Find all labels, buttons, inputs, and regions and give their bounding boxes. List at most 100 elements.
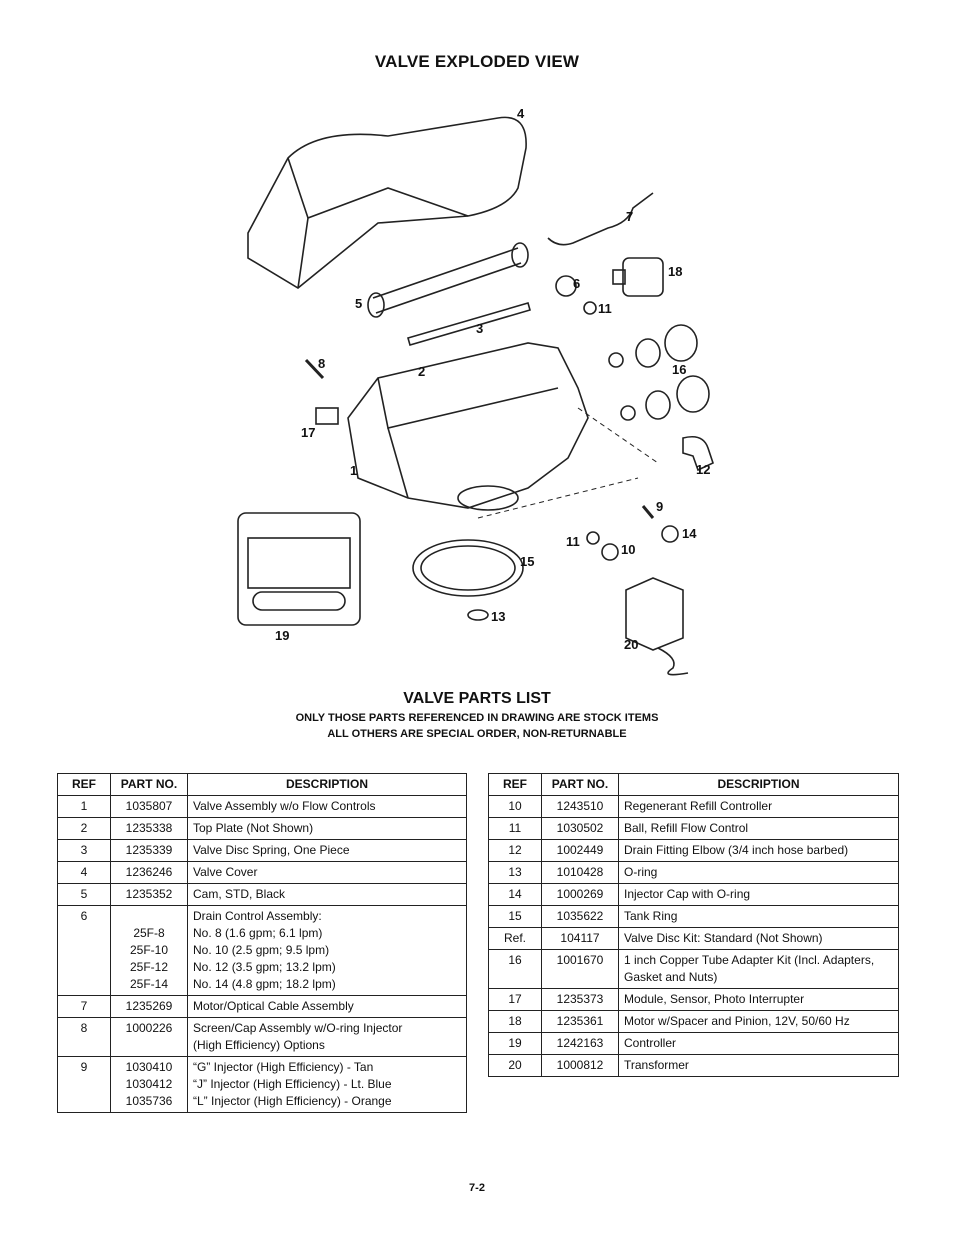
sensor-part (315, 407, 339, 425)
callout: 3 (476, 321, 483, 336)
description-cell: Motor w/Spacer and Pinion, 12V, 50/60 Hz (618, 1010, 899, 1033)
part-no-cell: 1243510 (541, 795, 619, 818)
ref-cell: 16 (488, 949, 542, 989)
callout: 20 (624, 637, 638, 652)
part-no-cell: 1000226 (110, 1017, 188, 1057)
part-no-cell: 1000812 (541, 1054, 619, 1077)
callout: 10 (621, 542, 635, 557)
description-cell: Regenerant Refill Controller (618, 795, 899, 818)
callout: 19 (275, 628, 289, 643)
callout: 7 (626, 209, 633, 224)
description-header: DESCRIPTION (187, 773, 467, 796)
description-cell: Motor/Optical Cable Assembly (187, 995, 467, 1018)
part-no-cell: 1235373 (541, 988, 619, 1011)
callout: 13 (491, 609, 505, 624)
ref-cell: 9 (57, 1056, 111, 1113)
description-cell: Injector Cap with O-ring (618, 883, 899, 906)
motor-part (622, 257, 664, 297)
part-no-cell: 1235339 (110, 839, 188, 862)
callout: 8 (318, 356, 325, 371)
cam-part (372, 247, 522, 314)
ref-cell: 20 (488, 1054, 542, 1077)
callout: 11 (598, 301, 612, 316)
ref-header: REF (57, 773, 111, 796)
description-cell: “G” Injector (High Efficiency) - Tan “J”… (187, 1056, 467, 1113)
ref-cell: 1 (57, 795, 111, 818)
callout: 11 (566, 534, 580, 549)
ref-cell: 15 (488, 905, 542, 928)
ref-cell: 11 (488, 817, 542, 840)
callout: 6 (573, 276, 580, 291)
ref-cell: 13 (488, 861, 542, 884)
ref-cell: 4 (57, 861, 111, 884)
callout: 9 (656, 499, 663, 514)
ref-cell: 10 (488, 795, 542, 818)
part-no-cell: 1236246 (110, 861, 188, 884)
description-cell: Drain Fitting Elbow (3/4 inch hose barbe… (618, 839, 899, 862)
callout: 4 (517, 106, 525, 121)
description-cell: Controller (618, 1032, 899, 1055)
description-cell: Valve Assembly w/o Flow Controls (187, 795, 467, 818)
description-header: DESCRIPTION (618, 773, 899, 796)
callout: 14 (682, 526, 697, 541)
tank-ring-part (412, 539, 524, 597)
callout: 15 (520, 554, 534, 569)
part-no-cell: 1030502 (541, 817, 619, 840)
description-cell: Valve Disc Spring, One Piece (187, 839, 467, 862)
ref-cell: 5 (57, 883, 111, 906)
callout: 17 (301, 425, 315, 440)
part-no-cell: 1235361 (541, 1010, 619, 1033)
special-order-note: ALL OTHERS ARE SPECIAL ORDER, NON-RETURN… (327, 728, 627, 740)
part-no-cell: 1235352 (110, 883, 188, 906)
description-cell: Drain Control Assembly: No. 8 (1.6 gpm; … (187, 905, 467, 996)
valve-body-part (347, 342, 589, 509)
ref-cell: 17 (488, 988, 542, 1011)
description-cell: Valve Disc Kit: Standard (Not Shown) (618, 927, 899, 950)
part-no-cell: 1235338 (110, 817, 188, 840)
valve-exploded-view-drawing: 4 7 18 5 6 11 3 8 2 16 17 1 12 9 14 11 1… (228, 98, 728, 678)
part-no-cell: 1035807 (110, 795, 188, 818)
callout-labels: 4 7 18 5 6 11 3 8 2 16 17 1 12 9 14 11 1… (275, 106, 710, 652)
description-cell: Valve Cover (187, 861, 467, 884)
part-no-cell: 104117 (541, 927, 619, 950)
part-no-cell: 1030410 1030412 1035736 (110, 1056, 188, 1113)
description-cell: Transformer (618, 1054, 899, 1077)
callout: 18 (668, 264, 682, 279)
ref-header: REF (488, 773, 542, 796)
page-title: VALVE EXPLODED VIEW (374, 52, 580, 71)
part-no-cell: 25F-8 25F-10 25F-12 25F-14 (110, 905, 188, 996)
part-no-cell: 1235269 (110, 995, 188, 1018)
parts-list-title: VALVE PARTS LIST (403, 690, 551, 707)
part-no-header: PART NO. (541, 773, 619, 796)
spring-part (407, 302, 531, 346)
ref-cell: 3 (57, 839, 111, 862)
stock-note: ONLY THOSE PARTS REFERENCED IN DRAWING A… (295, 712, 659, 724)
ref-cell: Ref. (488, 927, 542, 950)
ref-cell: 2 (57, 817, 111, 840)
description-cell: Screen/Cap Assembly w/O-ring Injector (H… (187, 1017, 467, 1057)
description-cell: Tank Ring (618, 905, 899, 928)
part-no-header: PART NO. (110, 773, 188, 796)
ref-cell: 7 (57, 995, 111, 1018)
part-no-cell: 1010428 (541, 861, 619, 884)
part-no-cell: 1001670 (541, 949, 619, 989)
exploded-view-svg: 4 7 18 5 6 11 3 8 2 16 17 1 12 9 14 11 1… (237, 106, 714, 676)
description-cell: 1 inch Copper Tube Adapter Kit (Incl. Ad… (618, 949, 899, 989)
callout: 1 (350, 463, 357, 478)
page-number: 7-2 (469, 1182, 485, 1194)
